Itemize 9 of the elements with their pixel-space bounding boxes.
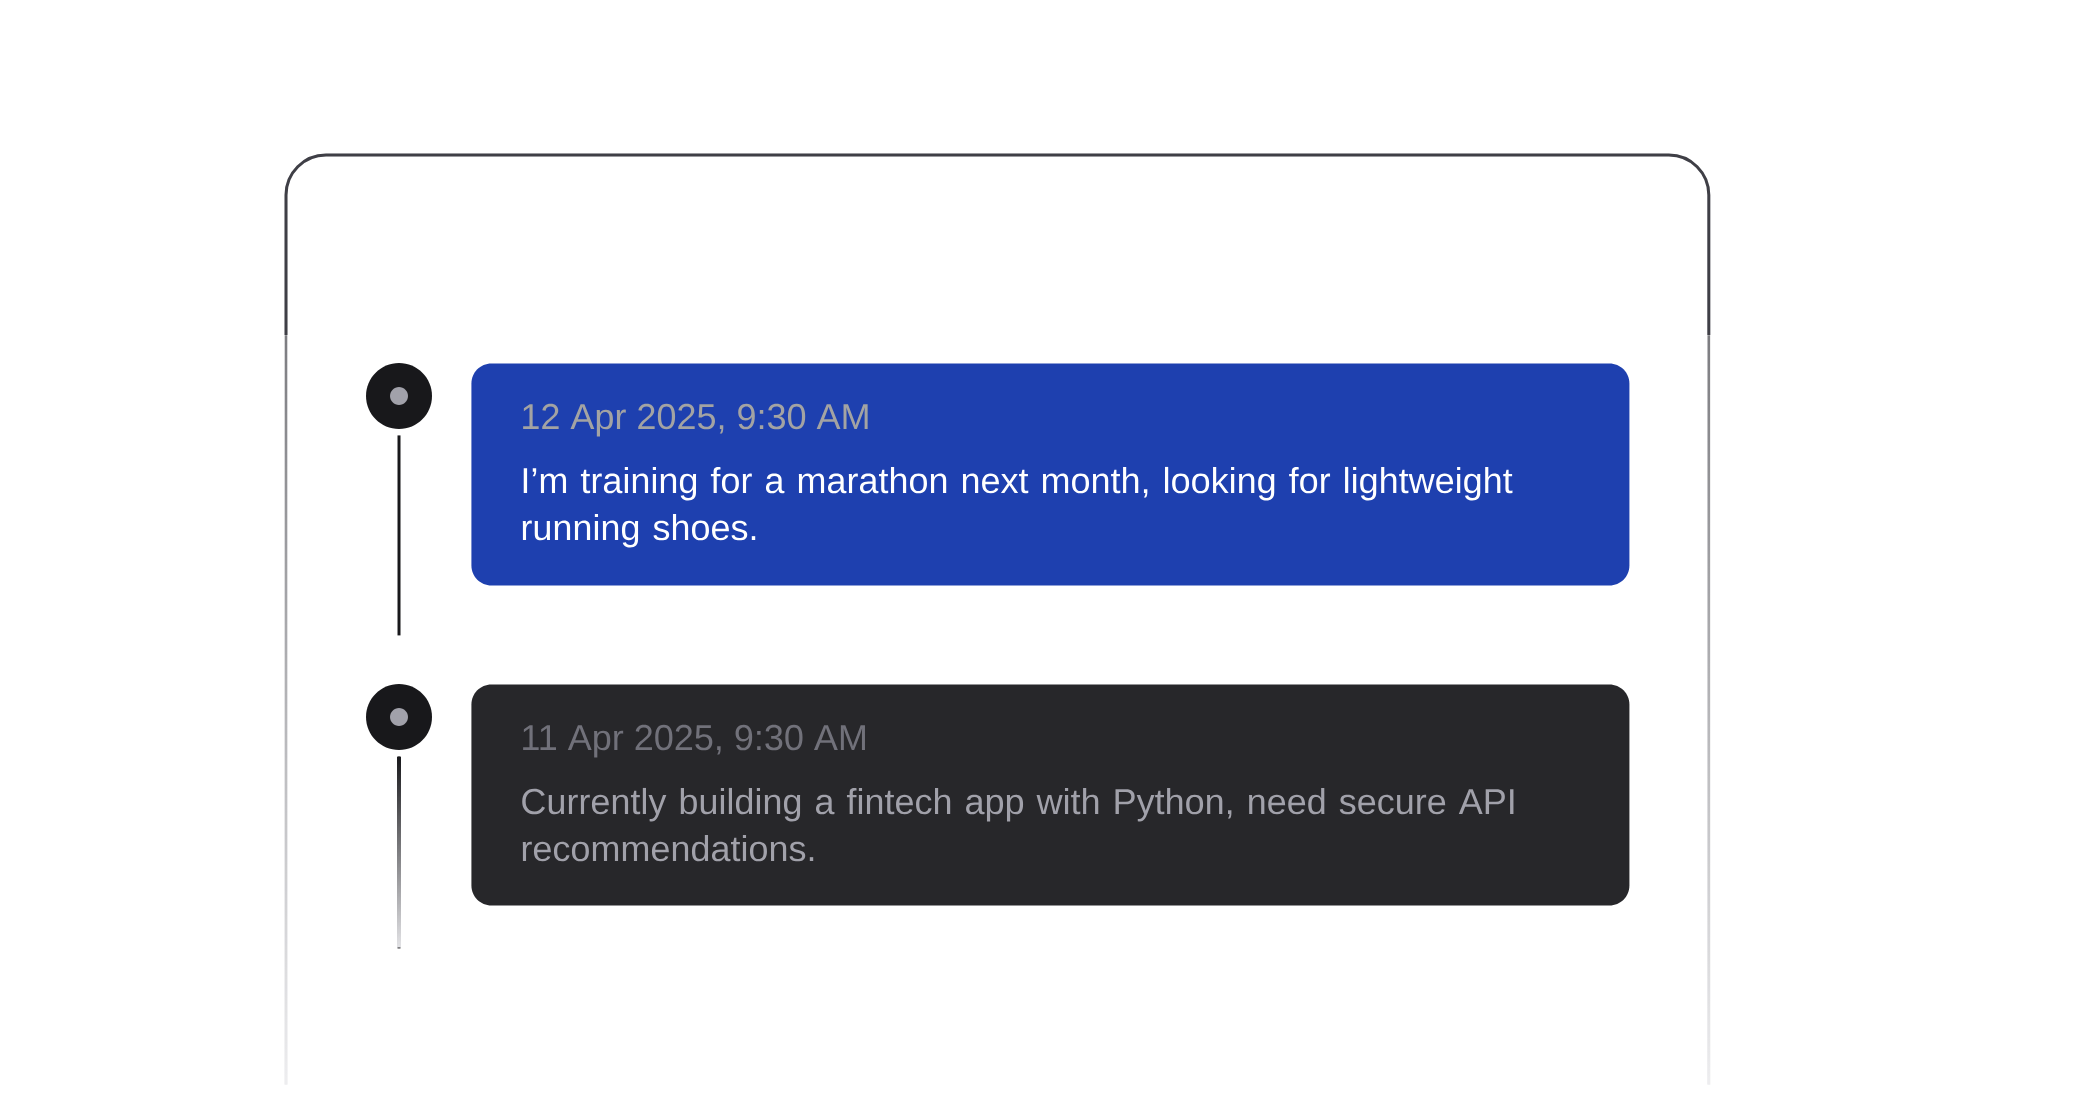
timestamp: 12 Apr 2025, 9:30 AM	[523, 403, 868, 437]
timeline-dot	[366, 363, 432, 429]
timestamp: 11 Apr 2025, 9:30 AM	[523, 724, 865, 758]
message-card	[471, 363, 1630, 586]
message-card	[471, 684, 1630, 906]
timeline-line	[397, 435, 401, 636]
message-text: I’m training for a marathon next month, looking for lightweight running shoes.	[522, 466, 1513, 548]
timeline-dot	[366, 684, 432, 750]
message-text: Currently building a fintech app with Python, need secure API recommendations.	[522, 787, 1514, 862]
